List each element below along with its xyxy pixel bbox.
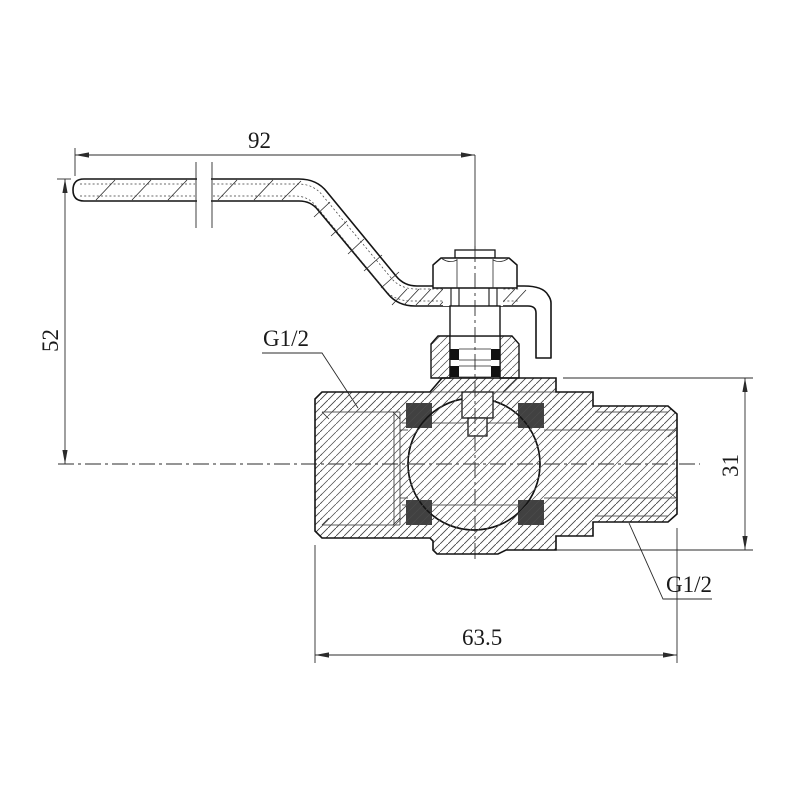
- handle: [72, 161, 552, 359]
- dim-31-label: 31: [718, 454, 743, 477]
- stem-tab: [450, 287, 460, 307]
- dim-63-5-label: 63.5: [462, 625, 502, 650]
- inlet-thread-text: G1/2: [263, 326, 309, 351]
- o-ring: [491, 349, 500, 360]
- break-gap: [197, 161, 211, 229]
- o-ring: [491, 366, 500, 377]
- seat: [406, 500, 432, 525]
- seat: [406, 403, 432, 428]
- packing-housing-right: [499, 335, 520, 379]
- dim-52-label: 52: [38, 329, 63, 352]
- seat: [518, 500, 544, 525]
- label-outlet-thread: G1/2: [628, 522, 712, 600]
- dim-92-label: 92: [248, 128, 271, 153]
- ball-slot: [467, 417, 488, 437]
- dimension-92: 92: [74, 128, 476, 250]
- female-socket-cavity: [322, 412, 400, 525]
- dimension-52: 52: [38, 178, 71, 464]
- outlet-thread-text: G1/2: [666, 572, 712, 597]
- stem-tab: [488, 287, 498, 307]
- o-ring: [450, 366, 459, 377]
- o-ring: [450, 349, 459, 360]
- handle-outline: [72, 178, 552, 359]
- packing-housing-left: [430, 335, 451, 379]
- stem-tang: [461, 391, 494, 419]
- seat: [518, 403, 544, 428]
